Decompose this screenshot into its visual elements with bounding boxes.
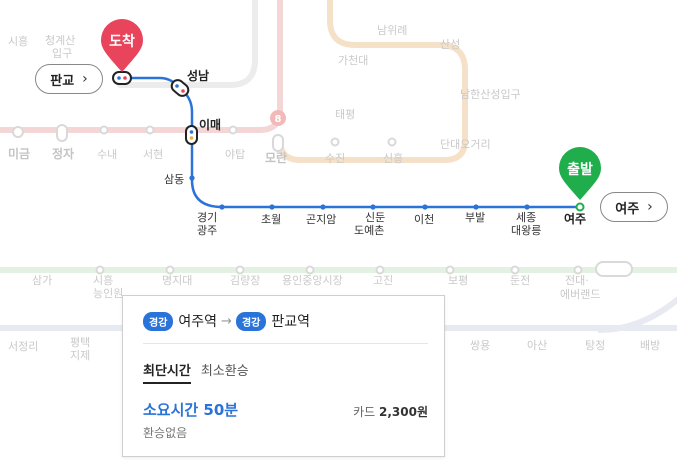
svg-text:초월: 초월 bbox=[261, 213, 281, 226]
svg-text:단대오거리: 단대오거리 bbox=[440, 138, 491, 151]
station-samdong bbox=[189, 175, 195, 181]
station-sejong bbox=[524, 204, 530, 210]
label-yeoju: 여주 bbox=[564, 211, 586, 226]
svg-text:배방: 배방 bbox=[640, 339, 660, 352]
route-info-card[interactable]: 경강 여주역 → 경강 판교역 최단시간 최소환승 소요시간 50분 카드 2,… bbox=[122, 295, 445, 457]
svg-text:평택: 평택 bbox=[70, 336, 90, 349]
svg-text:부발: 부발 bbox=[465, 211, 485, 224]
line-badge-to: 경강 bbox=[235, 311, 267, 331]
label-samdong: 삼동 bbox=[164, 173, 184, 186]
svg-text:신둔: 신둔 bbox=[365, 211, 385, 224]
svg-text:둔전: 둔전 bbox=[510, 274, 530, 287]
svg-text:대왕릉: 대왕릉 bbox=[511, 224, 541, 237]
svg-text:아산: 아산 bbox=[527, 339, 547, 352]
svg-text:시흥: 시흥 bbox=[93, 273, 113, 287]
svg-text:청계산: 청계산 bbox=[45, 34, 75, 47]
station-sindun bbox=[370, 204, 376, 210]
svg-text:신흥: 신흥 bbox=[383, 151, 403, 165]
svg-text:탕정: 탕정 bbox=[585, 339, 605, 352]
station-icheon bbox=[422, 204, 428, 210]
travel-duration: 소요시간 50분 bbox=[143, 401, 239, 419]
tab-shortest-time[interactable]: 최단시간 bbox=[143, 360, 191, 384]
svg-text:남한산성입구: 남한산성입구 bbox=[460, 88, 521, 101]
svg-text:시흥: 시흥 bbox=[8, 34, 28, 48]
svg-text:고진: 고진 bbox=[373, 274, 393, 287]
label-seongnam: 성남 bbox=[187, 68, 209, 83]
station-bubal bbox=[473, 204, 479, 210]
transfer-info: 환승없음 bbox=[143, 426, 188, 440]
svg-text:쌍용: 쌍용 bbox=[470, 339, 490, 352]
svg-text:능인원: 능인원 bbox=[93, 287, 123, 300]
pangyo-label: 판교 bbox=[50, 73, 75, 89]
arrival-pin-icon[interactable]: 도착 bbox=[101, 19, 143, 72]
svg-text:이천: 이천 bbox=[414, 212, 434, 226]
svg-text:광주: 광주 bbox=[197, 224, 217, 237]
svg-text:야탑: 야탑 bbox=[225, 148, 245, 161]
svg-text:태평: 태평 bbox=[335, 108, 355, 121]
line-8-icon: 8 bbox=[270, 110, 286, 126]
svg-text:에버랜드: 에버랜드 bbox=[560, 288, 600, 301]
svg-text:지제: 지제 bbox=[70, 349, 90, 362]
svg-text:보평: 보평 bbox=[448, 274, 468, 287]
station-pangyo bbox=[112, 71, 132, 85]
yeoju-label: 여주 bbox=[615, 201, 640, 217]
fare-label: 카드 bbox=[353, 405, 379, 419]
svg-text:가천대: 가천대 bbox=[338, 53, 368, 67]
svg-text:경기: 경기 bbox=[197, 211, 217, 224]
fare: 카드 2,300원 bbox=[353, 403, 428, 420]
station-imae bbox=[185, 125, 198, 145]
to-station: 판교역 bbox=[271, 314, 310, 330]
svg-text:세종: 세종 bbox=[516, 211, 536, 224]
tab-min-transfer[interactable]: 최소환승 bbox=[200, 364, 249, 379]
faded-station-markers bbox=[12, 124, 633, 277]
svg-text:용인중앙시장: 용인중앙시장 bbox=[282, 274, 343, 287]
station-gyeonggi-gwangju bbox=[219, 204, 225, 210]
svg-text:수진: 수진 bbox=[325, 152, 345, 165]
svg-text:수내: 수내 bbox=[97, 148, 117, 161]
svg-text:삼가: 삼가 bbox=[32, 274, 52, 287]
station-chowol bbox=[269, 204, 275, 210]
svg-text:정자: 정자 bbox=[52, 146, 74, 161]
svg-text:모란: 모란 bbox=[265, 150, 287, 165]
svg-text:도착: 도착 bbox=[109, 33, 135, 50]
svg-text:남위례: 남위례 bbox=[377, 24, 407, 37]
fare-value: 2,300원 bbox=[379, 405, 428, 419]
chevron-right-icon: › bbox=[647, 199, 653, 215]
svg-text:출발: 출발 bbox=[567, 161, 593, 178]
svg-text:곤지암: 곤지암 bbox=[306, 213, 336, 226]
station-yeoju bbox=[575, 202, 585, 212]
svg-text:전대·: 전대· bbox=[565, 274, 589, 287]
svg-text:김량장: 김량장 bbox=[230, 274, 260, 287]
chevron-right-icon: › bbox=[82, 71, 88, 87]
route-stations bbox=[170, 79, 585, 212]
departure-pin-icon[interactable]: 출발 bbox=[559, 147, 601, 200]
svg-text:8: 8 bbox=[275, 114, 282, 125]
divider bbox=[143, 343, 428, 344]
svg-text:서현: 서현 bbox=[143, 148, 163, 161]
svg-text:명지대: 명지대 bbox=[162, 274, 192, 287]
label-imae: 이매 bbox=[199, 117, 221, 132]
station-gonjiam bbox=[320, 204, 326, 210]
svg-text:산성: 산성 bbox=[440, 38, 460, 51]
svg-text:입구: 입구 bbox=[52, 47, 72, 60]
route-option-tabs: 최단시간 최소환승 bbox=[143, 360, 249, 384]
route-line bbox=[122, 76, 580, 209]
route-summary: 경강 여주역 → 경강 판교역 bbox=[143, 311, 310, 331]
line-badge-from: 경강 bbox=[143, 311, 174, 331]
svg-text:서정리: 서정리 bbox=[8, 340, 38, 353]
pangyo-station-button[interactable]: 판교 › bbox=[35, 64, 103, 94]
arrow-right-icon: → bbox=[221, 313, 232, 329]
yeoju-station-button[interactable]: 여주 › bbox=[600, 192, 668, 222]
from-station: 여주역 bbox=[178, 314, 218, 330]
svg-text:도예촌: 도예촌 bbox=[354, 224, 384, 237]
svg-text:미금: 미금 bbox=[8, 146, 30, 161]
